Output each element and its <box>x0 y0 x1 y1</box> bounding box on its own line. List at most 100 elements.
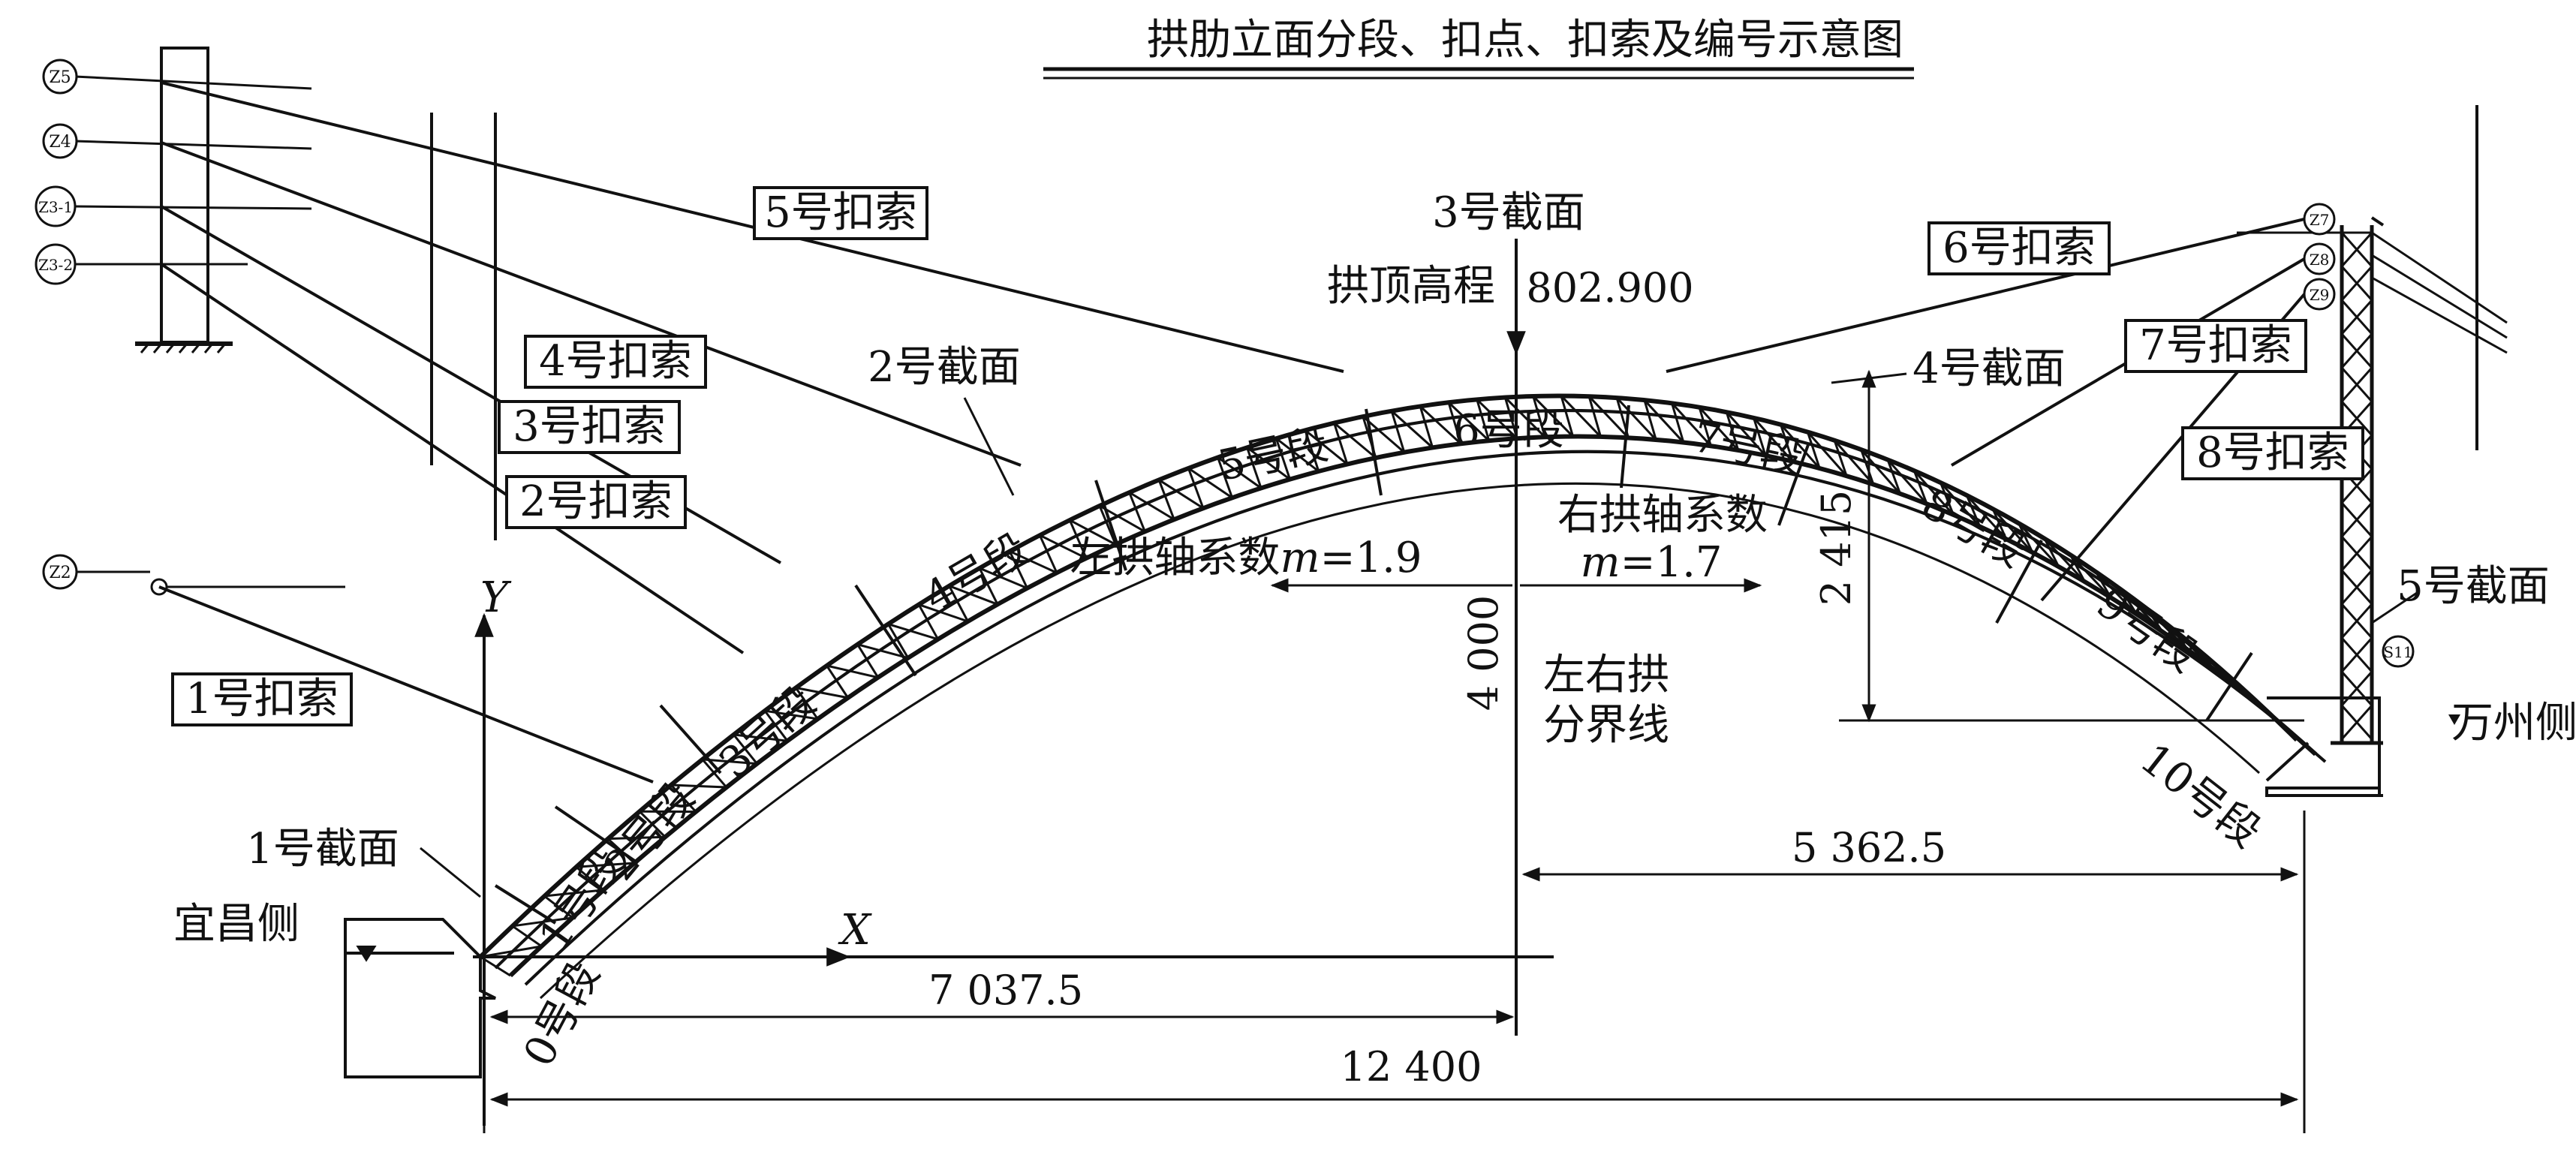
right-tower <box>2237 105 2508 797</box>
svg-text:Z5: Z5 <box>49 68 71 87</box>
truss-vertical <box>1476 399 1491 441</box>
truss-diagonal <box>1886 459 1928 505</box>
tower-brace <box>2340 705 2373 740</box>
arch-truss-web <box>480 395 2316 977</box>
segment-6-label: 6号段 <box>1453 406 1564 455</box>
svg-text:12 400: 12 400 <box>1341 1043 1482 1090</box>
segment-4-label: 4号段 <box>916 525 1037 622</box>
truss-diagonal <box>1305 429 1348 465</box>
truss-vertical <box>1991 508 2008 540</box>
truss-diagonal <box>1726 411 1767 456</box>
truss-diagonal <box>1128 491 1175 521</box>
truss-diagonal <box>1913 470 1955 516</box>
left-tower <box>74 47 497 540</box>
dim-4000: 4 000 <box>1460 595 1507 711</box>
truss-vertical <box>1912 470 1928 504</box>
section-2-label: 2号截面 <box>868 343 1021 392</box>
tower-brace <box>2340 671 2373 706</box>
truss-diagonal <box>1698 406 1739 451</box>
tower-brace <box>2340 299 2373 335</box>
truss-vertical <box>1725 411 1740 451</box>
segment-8-label: 8号段 <box>1913 480 2033 577</box>
truss-diagonal <box>607 835 666 841</box>
svg-text:S11: S11 <box>2383 643 2412 661</box>
svg-text:5号扣索: 5号扣索 <box>764 188 917 237</box>
truss-diagonal <box>857 643 909 660</box>
truss-diagonal <box>1419 405 1462 445</box>
segment-5-label: 5号段 <box>1214 420 1332 491</box>
cable-1-label: 1号扣索 <box>171 672 353 726</box>
dim-5362: 5 362.5 <box>1521 824 2299 882</box>
truss-vertical <box>763 710 789 742</box>
truss-vertical <box>1806 432 1821 469</box>
truss-diagonal <box>1447 402 1490 442</box>
truss-vertical <box>2171 627 2189 651</box>
y-axis-label: Y <box>480 573 512 622</box>
cable-3-label: 3号扣索 <box>498 400 681 454</box>
truss-diagonal <box>1476 399 1518 440</box>
right-axis-coefficient-value: m=1.7 <box>1580 538 1722 587</box>
truss-vertical <box>1304 429 1320 472</box>
cable-5-label: 5号扣索 <box>753 186 928 240</box>
truss-vertical <box>1698 407 1712 447</box>
z3-2-marker: Z3-2 <box>35 243 77 285</box>
truss-diagonal <box>733 733 788 742</box>
tower-brace <box>2340 266 2373 301</box>
svg-text:5 362.5: 5 362.5 <box>1792 824 1946 871</box>
truss-diagonal <box>1009 550 1058 574</box>
truss-diagonal <box>1966 494 2008 540</box>
svg-text:2号扣索: 2号扣索 <box>519 477 673 526</box>
segment-7-label: 7号段 <box>1689 413 1807 483</box>
truss-diagonal <box>2043 537 2086 583</box>
yichang-side-label: 宜昌侧 <box>173 900 299 949</box>
truss-vertical <box>1965 495 1982 528</box>
truss-vertical <box>2221 669 2240 690</box>
truss-diagonal <box>1391 410 1434 449</box>
truss-vertical <box>1390 411 1406 453</box>
x-axis-label: X <box>838 906 872 955</box>
tower-brace <box>2340 232 2373 267</box>
truss-vertical <box>1886 459 1901 495</box>
truss-diagonal <box>1504 396 1546 438</box>
svg-text:7号扣索: 7号扣索 <box>2139 321 2292 370</box>
section-1-label: 1号截面 <box>246 825 399 874</box>
tower-brace <box>2340 333 2373 368</box>
tower-brace <box>2340 570 2373 605</box>
segment-10-label: 10号段 <box>2131 734 2269 857</box>
truss-diagonal <box>670 784 727 789</box>
truss-vertical <box>1419 405 1434 448</box>
truss-diagonal <box>1158 479 1204 510</box>
truss-diagonal <box>1671 402 1712 447</box>
truss-diagonal <box>826 664 879 679</box>
right-axis-coefficient-label: 右拱轴系数 <box>1557 491 1768 540</box>
segment-dividers <box>494 405 2310 925</box>
svg-text:1号扣索: 1号扣索 <box>185 675 339 723</box>
truss-vertical <box>1274 438 1291 480</box>
truss-vertical <box>917 603 939 640</box>
truss-diagonal <box>2069 554 2112 599</box>
tower-brace <box>2340 603 2373 639</box>
truss-vertical <box>2095 571 2112 599</box>
truss-diagonal <box>979 567 1028 590</box>
truss-diagonal <box>1560 395 1602 438</box>
svg-text:4号扣索: 4号扣索 <box>539 337 692 386</box>
cable-8-label: 8号扣索 <box>2181 426 2364 480</box>
truss-vertical <box>1643 399 1657 441</box>
truss-vertical <box>543 895 573 919</box>
tower-brace <box>2340 502 2373 537</box>
divider-label-line2: 分界线 <box>1543 701 1669 750</box>
arch-rib <box>478 393 2327 986</box>
truss-vertical <box>639 811 667 838</box>
left-cables <box>158 81 1344 784</box>
truss-vertical <box>1187 468 1205 509</box>
svg-text:7 037.5: 7 037.5 <box>928 967 1083 1014</box>
truss-vertical <box>2120 589 2138 615</box>
truss-vertical <box>1038 534 1058 573</box>
truss-vertical <box>1780 424 1794 462</box>
truss-diagonal <box>1246 447 1291 480</box>
wanzhou-side-label: 万州侧 <box>2451 699 2576 747</box>
truss-vertical <box>856 643 880 678</box>
truss-diagonal <box>2120 589 2164 633</box>
dim-2415: 2 415 <box>1813 369 2304 723</box>
